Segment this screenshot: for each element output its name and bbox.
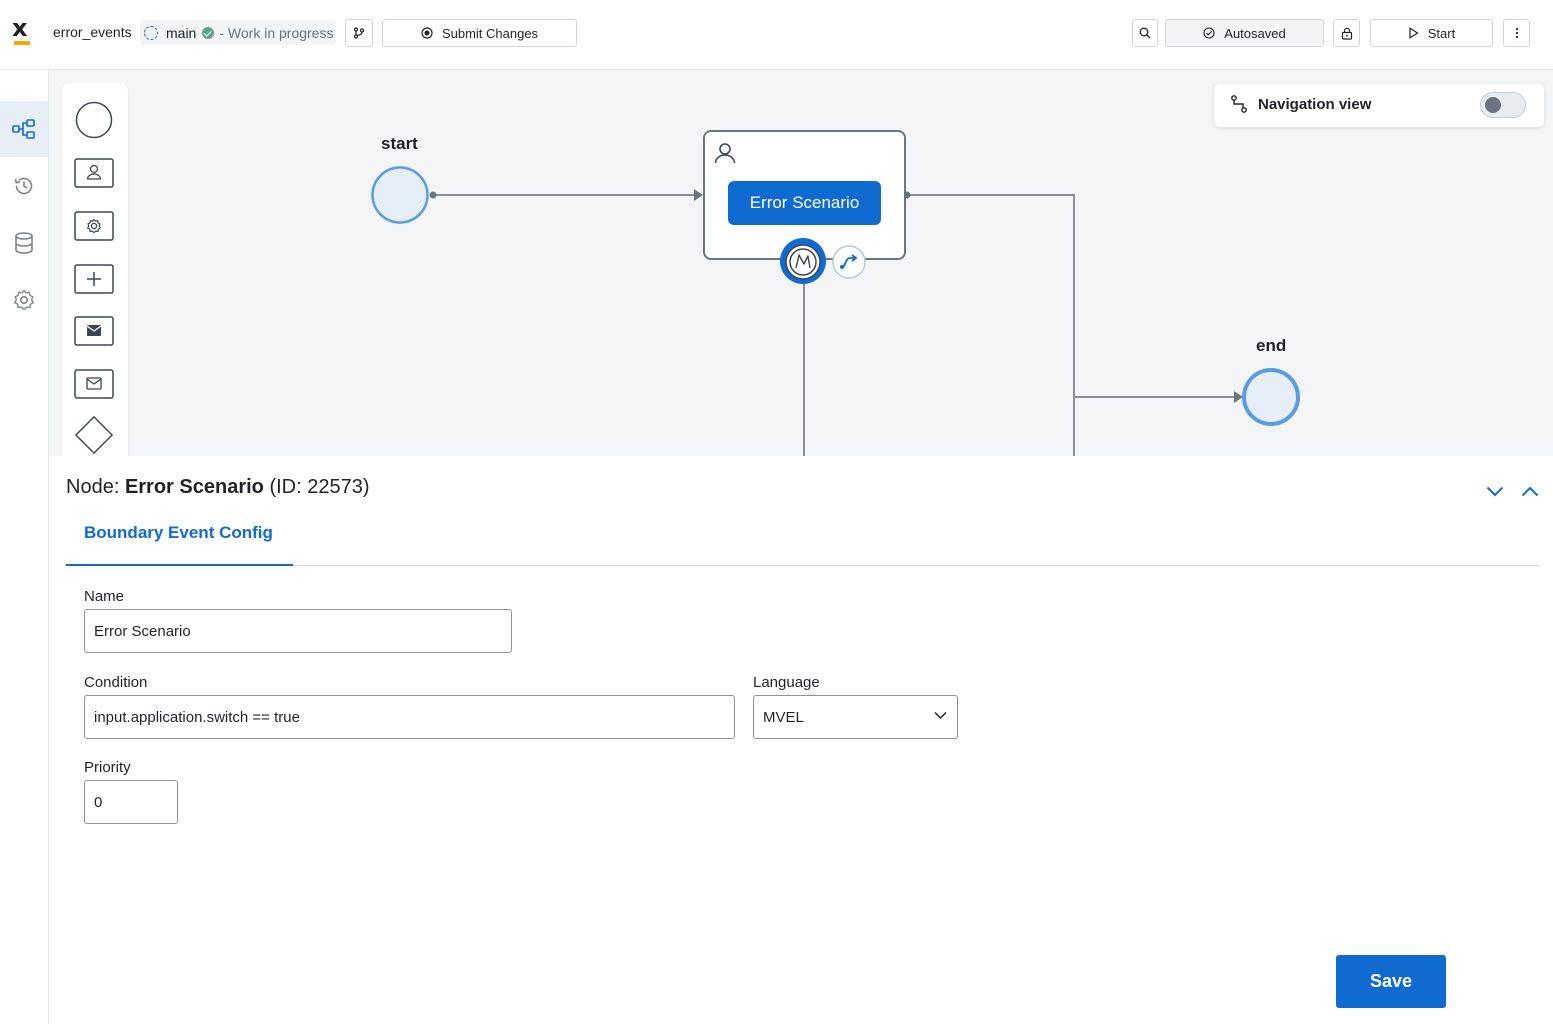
expand-panel-button[interactable]: [1519, 480, 1541, 502]
active-tab-indicator: [66, 564, 293, 566]
check-circle-icon: [1203, 27, 1215, 39]
name-label: Name: [84, 588, 125, 605]
process-name: error_events: [53, 24, 132, 40]
sidebar-item-settings[interactable]: [0, 272, 48, 328]
priority-label: Priority: [84, 759, 131, 776]
route-icon: [1231, 95, 1247, 113]
save-button[interactable]: Save: [1336, 955, 1446, 1008]
start-event-label: start: [381, 134, 418, 153]
app-logo[interactable]: x: [12, 14, 34, 46]
end-event-label: end: [1256, 336, 1287, 355]
palette-user-task[interactable]: [74, 153, 114, 193]
branch-icon: [144, 25, 158, 40]
chevron-down-icon: [1486, 486, 1504, 496]
end-event-node[interactable]: [1241, 367, 1301, 427]
palette-gateway[interactable]: [74, 415, 114, 455]
language-value: MVEL: [763, 708, 804, 726]
navigation-view-toggle[interactable]: [1480, 92, 1526, 118]
palette-start-event[interactable]: [74, 100, 114, 140]
name-input[interactable]: [84, 609, 512, 653]
logo-x-icon: x: [12, 14, 28, 42]
sidebar-item-history[interactable]: [0, 158, 48, 214]
git-branch-icon: [353, 27, 365, 39]
start-event-node[interactable]: [370, 165, 430, 225]
user-icon: [714, 143, 736, 164]
subprocess-icon: [74, 264, 114, 294]
tab-boundary-event-config[interactable]: Boundary Event Config: [84, 523, 273, 542]
sidebar-item-data[interactable]: [0, 215, 48, 271]
work-status: - Work in progress: [219, 24, 334, 41]
more-menu-button[interactable]: [1503, 19, 1530, 47]
check-icon: [202, 26, 215, 39]
node-name: Error Scenario: [124, 476, 264, 498]
chevron-up-icon: [1521, 486, 1539, 496]
priority-input[interactable]: [84, 780, 178, 824]
condition-label: Condition: [84, 674, 148, 691]
play-icon: [1408, 27, 1419, 39]
palette-receive-message[interactable]: [74, 364, 114, 404]
collapse-panel-button[interactable]: [1484, 480, 1506, 502]
connect-handle[interactable]: [831, 244, 867, 280]
start-button[interactable]: Start: [1370, 19, 1493, 47]
branch-status[interactable]: main - Work in progress: [140, 20, 336, 45]
record-icon: [421, 27, 433, 39]
user-task-icon: [74, 158, 114, 188]
element-palette: [62, 83, 128, 456]
boundary-error-event[interactable]: [778, 235, 828, 287]
language-label: Language: [753, 674, 820, 691]
lock-icon: [1341, 27, 1352, 40]
flow-connectors: [429, 189, 1243, 456]
navigation-view-label: Navigation view: [1258, 96, 1372, 113]
chevron-down-icon: [934, 711, 947, 720]
navigation-view-card: Navigation view: [1214, 84, 1544, 127]
search-button[interactable]: [1132, 19, 1158, 47]
node-config-panel: Node: Error Scenario (ID: 22573) Boundar…: [49, 456, 1553, 1024]
start-event-icon: [75, 101, 113, 139]
branch-merge-button[interactable]: [345, 19, 373, 47]
receive-message-icon: [74, 369, 114, 399]
more-vertical-icon: [1515, 27, 1518, 39]
palette-service-task[interactable]: [74, 206, 114, 246]
top-bar: x error_events main - Work in progress S…: [0, 0, 1553, 70]
gear-icon: [14, 289, 34, 311]
autosaved-indicator: Autosaved: [1165, 19, 1324, 47]
left-sidebar: [0, 70, 49, 1024]
search-icon: [1139, 27, 1151, 39]
palette-send-message[interactable]: [74, 311, 114, 351]
send-message-icon: [74, 316, 114, 346]
task-name-button[interactable]: Error Scenario: [728, 181, 881, 225]
gateway-icon: [74, 415, 114, 455]
submit-changes-button[interactable]: Submit Changes: [382, 19, 577, 47]
lock-button[interactable]: [1333, 19, 1360, 47]
language-select[interactable]: MVEL: [753, 695, 958, 739]
tab-divider: [66, 565, 1539, 566]
palette-subprocess[interactable]: [74, 259, 114, 299]
node-id: (ID: 22573): [269, 476, 370, 498]
process-diagram-icon: [12, 119, 35, 139]
branch-name: main: [166, 24, 197, 41]
database-icon: [15, 232, 33, 254]
process-canvas[interactable]: start Error Scenario end Navigation: [49, 70, 1553, 456]
service-task-icon: [74, 211, 114, 241]
history-icon: [14, 177, 33, 195]
sidebar-item-process[interactable]: [0, 101, 48, 157]
node-title: Node: Error Scenario (ID: 22573): [66, 476, 370, 498]
condition-input[interactable]: [84, 695, 735, 739]
